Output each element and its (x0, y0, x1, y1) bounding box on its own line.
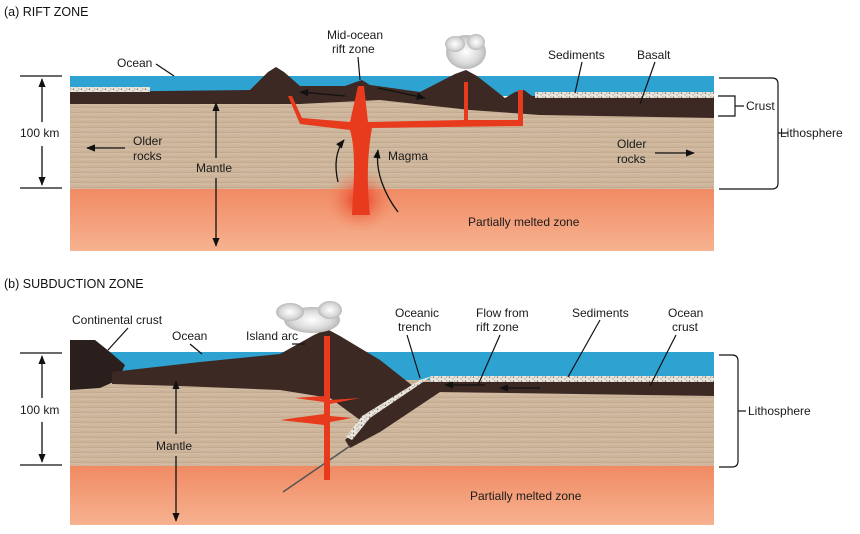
sub-flow-leader (477, 334, 501, 386)
rift-sediments-leader (574, 61, 583, 94)
rift-sediment-left (70, 87, 150, 92)
rift-convection-arrow-right (373, 149, 399, 213)
rift-crust-label: Crust (746, 99, 775, 113)
rift-eruption-cloud (445, 34, 486, 69)
sub-melted-zone (70, 465, 714, 525)
sub-flow-line1: Flow from (476, 306, 529, 320)
rift-basalt-label: Basalt (637, 48, 671, 62)
sub-trench-line2: trench (398, 320, 431, 334)
sub-sediments-leader (567, 319, 601, 378)
sub-ocean-crust-leader (649, 334, 677, 387)
rift-lithosphere-label: Lithosphere (780, 126, 843, 140)
sub-sediment-layer (430, 376, 714, 382)
rift-ocean-leader (155, 63, 175, 77)
sub-ocean-crust-line2: crust (672, 320, 699, 334)
rift-zone-panel: (a) RIFT ZONE 100 km (4, 5, 843, 251)
sub-mantle-label: Mantle (156, 439, 192, 453)
rift-sediments-label: Sediments (548, 48, 605, 62)
rift-ocean-label: Ocean (117, 56, 152, 70)
sub-trench-leader (406, 334, 421, 379)
sub-ocean-crust (345, 382, 714, 448)
sub-continental-label: Continental crust (72, 313, 163, 327)
rift-flow-arrow-left (299, 89, 346, 97)
rift-older-left-line1: Older (133, 134, 162, 148)
sub-lithosphere-label: Lithosphere (748, 404, 811, 418)
rift-basalt-leader (639, 61, 656, 105)
rift-crust (70, 67, 714, 118)
rift-lithosphere-bracket (719, 77, 779, 190)
sub-eruption-cloud (276, 301, 342, 333)
sub-lithosphere-bracket (719, 354, 739, 468)
rift-magma-label: Magma (388, 149, 428, 163)
rift-depth-label: 100 km (20, 126, 59, 140)
sub-melted-zone-label: Partially melted zone (470, 489, 582, 503)
sub-continental-crust (70, 340, 125, 390)
rift-mantle-label: Mantle (196, 161, 232, 175)
rift-older-right-line1: Older (617, 137, 646, 151)
sub-trench-line1: Oceanic (395, 306, 439, 320)
rift-magma-plume (288, 82, 523, 215)
sub-island-arc-label: Island arc (246, 329, 298, 343)
sub-island-arc-crust (112, 329, 418, 420)
sub-sediments-label: Sediments (572, 306, 629, 320)
sub-slab-tail (282, 445, 351, 493)
sub-continental-leader (107, 327, 129, 351)
rift-mid-ocean-line1: Mid-ocean (327, 28, 383, 42)
rift-mid-ocean-leader (357, 56, 361, 81)
rift-mid-ocean-line2: rift zone (332, 42, 375, 56)
rift-zone-title: (a) RIFT ZONE (4, 5, 89, 19)
sub-ocean-leader (189, 343, 203, 355)
rift-crust-bracket (718, 95, 736, 117)
sub-slab-sediment (346, 376, 432, 440)
sub-ocean-crust-line1: Ocean (668, 306, 703, 320)
sub-depth-label: 100 km (20, 403, 59, 417)
subduction-zone-panel: (b) SUBDUCTION ZONE 100 km (4, 277, 811, 525)
rift-melted-zone-label: Partially melted zone (468, 215, 580, 229)
rift-older-right-line2: rocks (617, 152, 646, 166)
sub-flow-line2: rift zone (476, 320, 519, 334)
rift-convection-arrow-left (335, 139, 345, 183)
subduction-zone-title: (b) SUBDUCTION ZONE (4, 277, 144, 291)
rift-older-left-line2: rocks (133, 149, 162, 163)
rift-sediment-right (535, 92, 714, 98)
sub-ocean-label: Ocean (172, 329, 207, 343)
rift-flow-arrow-right (377, 87, 426, 100)
